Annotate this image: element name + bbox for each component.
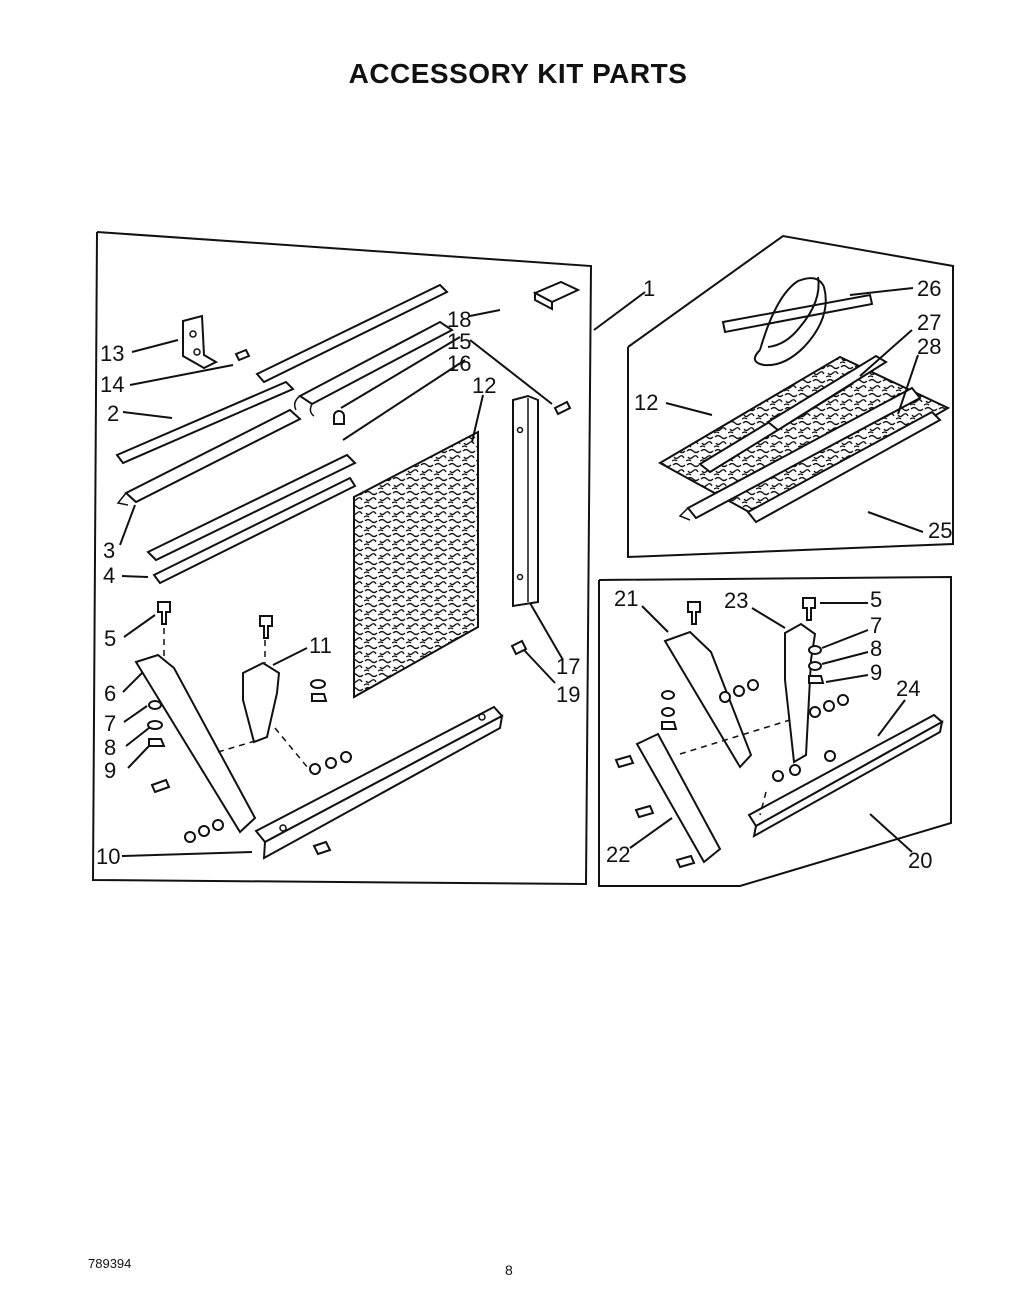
bolt-11 <box>259 615 273 639</box>
callout-10: 10 <box>96 844 120 869</box>
callout-3: 3 <box>103 538 115 563</box>
screw-16 <box>333 410 345 425</box>
callout-5-right: 5 <box>870 587 882 612</box>
callout-26: 26 <box>917 276 941 301</box>
callout-22: 22 <box>606 842 630 867</box>
support-arm-22 <box>635 732 722 864</box>
callout-7-right: 7 <box>870 613 882 638</box>
callout-7: 7 <box>104 711 116 736</box>
support-kit-border <box>598 575 952 887</box>
document-number: 789394 <box>88 1256 132 1271</box>
callout-18: 18 <box>447 307 471 332</box>
callout-25: 25 <box>928 518 952 543</box>
callout-19: 19 <box>556 682 580 707</box>
callout-12: 12 <box>472 373 496 398</box>
main-kit-border <box>91 231 593 886</box>
callout-27: 27 <box>917 310 941 335</box>
insulation-kit-border <box>627 234 954 559</box>
support-arm <box>134 653 257 834</box>
page-number: 8 <box>505 1262 513 1278</box>
long-rail <box>254 705 504 844</box>
bracket-11 <box>242 661 281 744</box>
foam-panel <box>353 430 479 699</box>
main-leader-lines <box>119 291 646 857</box>
page-title: ACCESSORY KIT PARTS <box>348 58 688 89</box>
callout-2: 2 <box>107 401 119 426</box>
vertical-post <box>512 394 539 608</box>
insulation-kit-panel: 26 27 28 12 25 <box>627 234 954 559</box>
callout-14: 14 <box>100 372 124 397</box>
callout-21: 21 <box>614 586 638 611</box>
bracket-23 <box>784 622 817 764</box>
callout-15: 15 <box>447 329 471 354</box>
callout-12-tray: 12 <box>634 390 658 415</box>
insulation-block-2 <box>766 354 888 432</box>
callout-4: 4 <box>103 563 115 588</box>
callout-11: 11 <box>309 633 332 658</box>
callout-8: 8 <box>104 735 116 760</box>
callout-9-right: 9 <box>870 660 882 685</box>
support-kit-panel: 21 23 5 7 8 9 24 22 20 <box>598 575 952 887</box>
bolt-5 <box>157 601 171 625</box>
callout-17: 17 <box>556 654 580 679</box>
callout-9: 9 <box>104 758 116 783</box>
main-kit-panel: 1 13 14 2 3 4 18 15 16 12 17 19 5 6 7 8 … <box>91 231 655 886</box>
support-arm-21 <box>663 630 753 769</box>
strip-26 <box>721 293 874 334</box>
corner-bracket <box>182 314 251 370</box>
foam-block-side <box>534 291 553 311</box>
screw-15 <box>553 400 572 416</box>
callout-23: 23 <box>724 588 748 613</box>
loop-26 <box>753 277 827 367</box>
callout-13: 13 <box>100 341 124 366</box>
callout-1: 1 <box>643 276 655 301</box>
upper-rails <box>115 283 454 585</box>
callout-6: 6 <box>104 681 116 706</box>
channel-28 <box>686 386 922 520</box>
callout-5: 5 <box>104 626 116 651</box>
callout-24: 24 <box>896 676 920 701</box>
callout-8-right: 8 <box>870 636 882 661</box>
callout-16: 16 <box>447 351 471 376</box>
callout-28: 28 <box>917 334 941 359</box>
screw-19 <box>510 639 528 656</box>
callout-20: 20 <box>908 848 932 873</box>
